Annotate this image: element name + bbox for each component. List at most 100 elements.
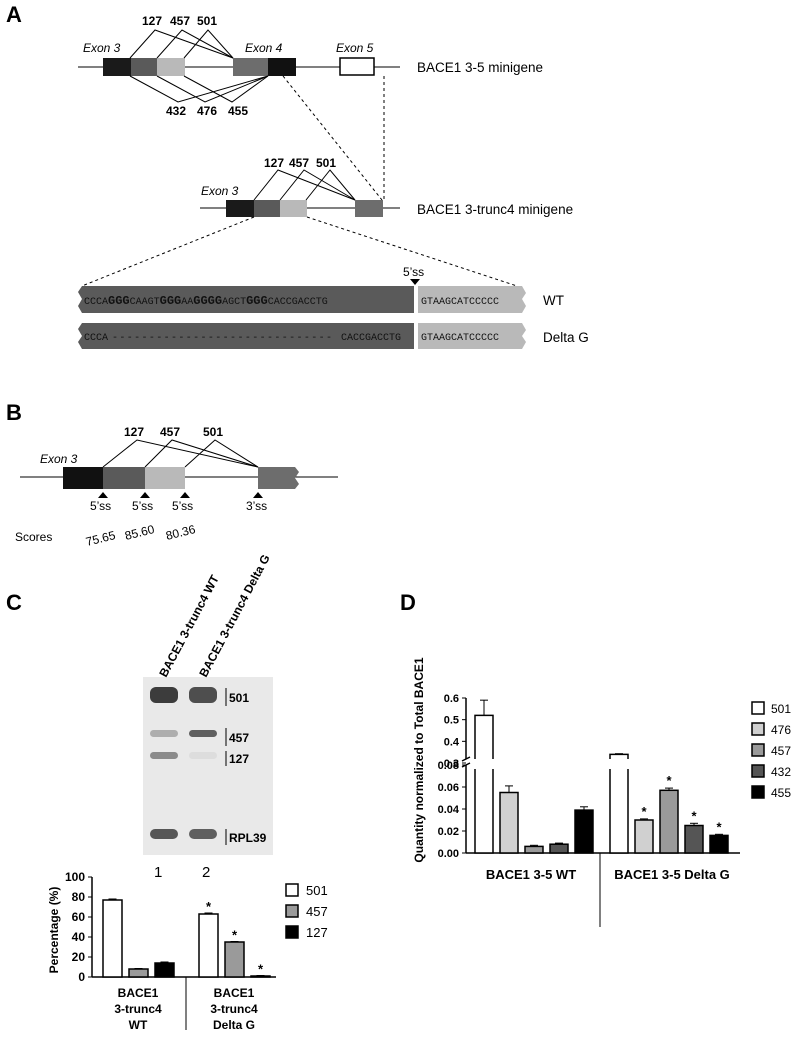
chart-d-axis-break-mark — [461, 756, 471, 762]
b-exon3-label: Exon 3 — [40, 452, 78, 466]
exon3-segment-2 — [131, 58, 157, 76]
chart-c-legend-label: 501 — [306, 883, 328, 898]
chart-c-bar-457 — [224, 941, 245, 978]
chart-d-bar-476 — [499, 791, 519, 854]
trunc-site-457: 457 — [289, 156, 309, 170]
gel-image — [143, 677, 273, 855]
trunc-connector-1 — [282, 75, 383, 201]
trunc-splice-457 — [279, 169, 356, 201]
chart-d-bar-501-upper — [474, 714, 494, 759]
chart-d-group-label: BACE1 3-5 WT — [486, 867, 576, 882]
b-ss5-label-2: 5’ss — [132, 499, 153, 513]
chart-d-legend-label: 432 — [771, 765, 791, 779]
band-label-rpl39: RPL39 — [229, 831, 267, 845]
chart-c-ytick-label: 20 — [72, 950, 86, 964]
splice-line-455 — [183, 75, 269, 103]
chart-d-significance: * — [666, 773, 672, 788]
gel-band-lane1-rpl39 — [150, 829, 178, 839]
gel-band-lane2-457 — [189, 730, 217, 737]
wt-intron-bar — [418, 286, 526, 313]
chart-c-ytick-label: 100 — [65, 870, 85, 884]
exon5-box — [339, 57, 375, 76]
site-label-476: 476 — [197, 104, 217, 118]
gel-band-lane1-501 — [150, 687, 178, 703]
delta-exon-dashes: ------------------------------ — [112, 333, 332, 344]
band-label-501: 501 — [229, 691, 249, 705]
chart-c-ylabel: Percentage (%) — [47, 887, 61, 974]
splice-line-432 — [129, 75, 269, 103]
minigene-full-label: BACE1 3-5 minigene — [417, 60, 543, 75]
b-splice-501 — [184, 439, 259, 468]
panel-label-a: A — [6, 2, 22, 27]
b-site-457: 457 — [160, 425, 180, 439]
chart-d-significance: * — [641, 804, 647, 819]
wt-exon-bar — [78, 286, 414, 313]
chart-c-ytick-label: 0 — [78, 970, 85, 984]
splice-site-label: 5’ss — [403, 265, 424, 279]
chart-d-significance: * — [716, 819, 722, 834]
panel-label-c: C — [6, 590, 22, 615]
wt-intron-sequence: GTAAGCATCCCCC — [421, 297, 499, 308]
delta-exon-sequence-right: CACCGACCTG — [341, 333, 401, 344]
chart-d-ytick-label: 0.00 — [438, 848, 459, 860]
chart-c-group-label: 3-trunc4 — [114, 1002, 162, 1016]
trunc-site-127: 127 — [264, 156, 284, 170]
trunc-site-501: 501 — [316, 156, 336, 170]
zoom-connector-left — [81, 216, 255, 287]
scores-label: Scores — [15, 530, 52, 544]
chart-d-bar-455 — [709, 834, 729, 854]
chart-c-ytick-label: 60 — [72, 910, 86, 924]
chart-d-ytick-label: 0.6 — [444, 693, 459, 705]
b-ss5-marker-2 — [140, 492, 150, 498]
panel-label-d: D — [400, 590, 416, 615]
gel-band-lane2-127 — [189, 752, 217, 759]
chart-d-bar-501-lower — [609, 769, 629, 854]
delta-exon-sequence-left: CCCA — [84, 333, 108, 344]
splice-line-127 — [129, 29, 234, 59]
chart-c-ytick-label: 80 — [72, 890, 86, 904]
minigene-trunc-label: BACE1 3-trunc4 minigene — [417, 202, 573, 217]
chart-d-ytick-label: 0.3 — [444, 758, 459, 770]
chart-c-bar-457 — [128, 968, 149, 978]
lane-number-1: 1 — [154, 864, 162, 881]
b-splice-457 — [144, 439, 259, 468]
chart-c-significance: * — [206, 899, 212, 914]
trunc-splice-127 — [253, 169, 356, 201]
chart-d-bar-432 — [684, 824, 704, 854]
chart-d-bar-476 — [634, 819, 654, 854]
chart-c-ytick-label: 40 — [72, 930, 86, 944]
splice-line-457 — [156, 29, 234, 59]
chart-d-ytick-label: 0.5 — [444, 715, 459, 727]
chart-c-bar-501 — [198, 913, 219, 978]
site-label-501: 501 — [197, 14, 217, 28]
chart-d-significance: * — [691, 808, 697, 823]
chart-c-group-label: WT — [129, 1018, 148, 1032]
band-label-127: 127 — [229, 752, 249, 766]
chart-d-legend-swatch — [751, 722, 765, 736]
exon5-label: Exon 5 — [336, 41, 374, 55]
trunc-exon3-segment-3 — [280, 200, 307, 217]
b-exon3-segment-1 — [63, 467, 103, 489]
lane-label-delta: BACE1 3-trunc4 Delta G — [196, 552, 273, 679]
chart-d-legend-label: 457 — [771, 744, 791, 758]
b-site-501: 501 — [203, 425, 223, 439]
chart-d-ytick-label: 0.4 — [444, 736, 460, 748]
b-exon3-segment-3 — [145, 467, 185, 489]
splice-site-marker — [410, 279, 420, 285]
chart-d-legend-swatch — [751, 764, 765, 778]
chart-c-significance: * — [232, 928, 238, 943]
chart-d-ylabel: Quantity normalized to Total BACE1 — [412, 657, 426, 862]
b-ss3-marker — [253, 492, 263, 498]
site-label-432: 432 — [166, 104, 186, 118]
site-label-457: 457 — [170, 14, 190, 28]
splice-line-501 — [183, 29, 234, 59]
chart-d-legend-label: 501 — [771, 702, 791, 716]
wt-label: WT — [543, 293, 564, 308]
wt-exon-sequence: CCCAGGGCAAGTGGGAAGGGGAGCTGGGCACCGACCTG — [84, 294, 328, 308]
exon3-label: Exon 3 — [83, 41, 121, 55]
trunc-exon3-segment-2 — [254, 200, 280, 217]
chart-d-bar-432 — [549, 843, 569, 854]
b-ss3-label: 3’ss — [246, 499, 267, 513]
exon3-segment-3 — [157, 58, 185, 76]
